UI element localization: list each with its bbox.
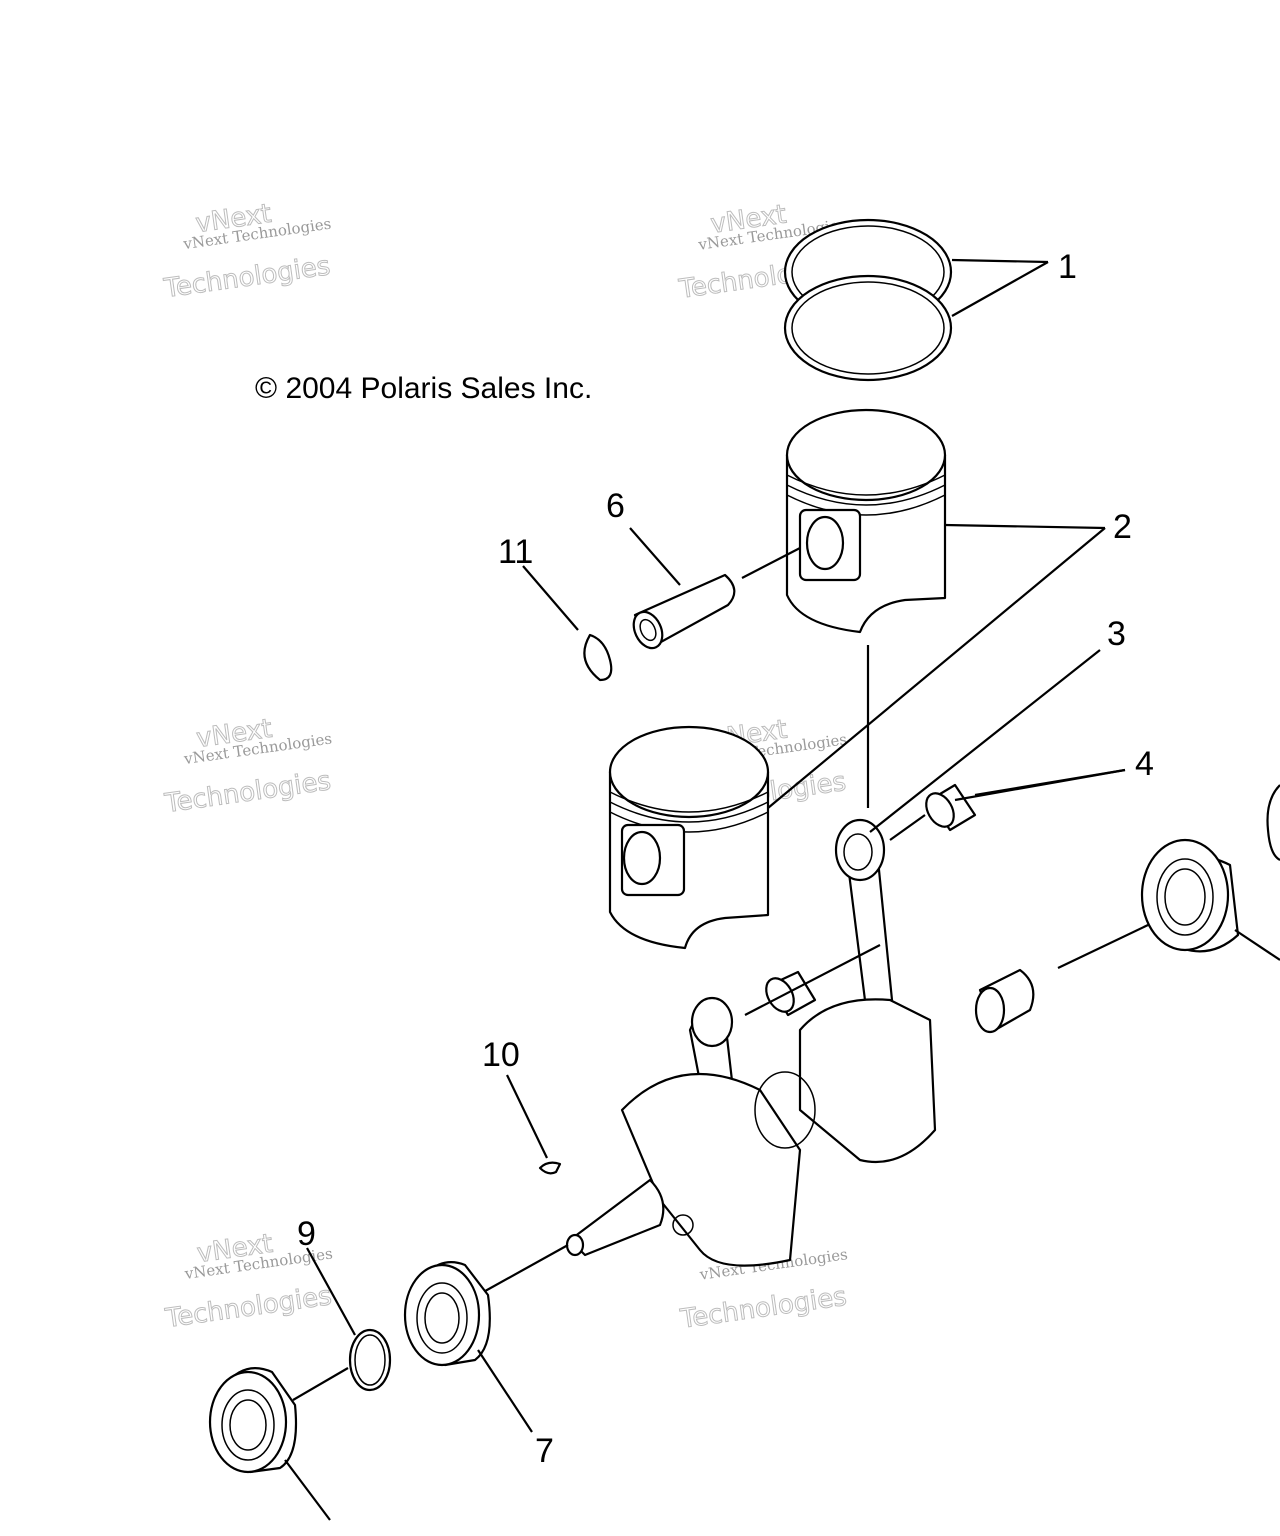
callout-6: 6	[606, 487, 625, 525]
oil-seal	[403, 1261, 491, 1367]
leader-1	[951, 258, 1049, 264]
main-bearing-right	[1140, 838, 1240, 953]
callout-11: 11	[498, 533, 533, 571]
svg-text:Technologies: Technologies	[162, 251, 333, 304]
piston-rings	[783, 218, 953, 382]
leader-10	[506, 1074, 548, 1159]
svg-text:Technologies: Technologies	[678, 1282, 849, 1335]
leader-11	[522, 565, 579, 631]
woodruff-key	[538, 1161, 562, 1175]
wrist-pin-axis	[741, 547, 801, 579]
callout-2: 2	[1113, 508, 1132, 546]
leader-4d	[889, 814, 926, 841]
leader-2a	[944, 523, 1106, 530]
callout-9: 9	[297, 1215, 316, 1253]
leader-9	[306, 1247, 356, 1336]
leader-6	[629, 527, 681, 586]
crank-axis-right	[1057, 924, 1149, 969]
wrist-pin	[632, 573, 736, 650]
callout-4: 4	[1135, 745, 1154, 783]
needle-bearing-upper	[925, 783, 977, 832]
copyright-text: © 2004 Polaris Sales Inc.	[255, 372, 592, 405]
piston-lower	[608, 725, 770, 950]
watermark-top-left: vNext Technologies vNext Technologies	[161, 198, 333, 304]
piston-upper	[785, 408, 947, 634]
callout-3: 3	[1107, 615, 1126, 653]
svg-text:Technologies: Technologies	[162, 766, 333, 819]
main-bearing-left	[208, 1367, 298, 1474]
callout-8: 8	[333, 1530, 352, 1536]
leader-3	[869, 649, 1101, 833]
bearing-axis-left	[292, 1367, 349, 1401]
svg-text:Technologies: Technologies	[163, 1281, 334, 1334]
leader-4c	[744, 944, 881, 1016]
circlip	[583, 633, 613, 682]
leader-2b	[767, 527, 1106, 809]
leader-4b	[954, 768, 1126, 802]
needle-bearing-lower	[765, 970, 817, 1017]
leader-right-bearing	[1234, 929, 1280, 961]
crank-axis-left	[477, 1244, 569, 1296]
leader-8	[284, 1459, 331, 1521]
watermark-mid-left: vNext Technologies vNext Technologies	[162, 713, 334, 819]
callout-1: 1	[1058, 248, 1077, 286]
callout-10: 10	[482, 1036, 520, 1074]
crankshaft	[565, 968, 1035, 1267]
leader-1b	[951, 261, 1049, 317]
leader-7	[477, 1349, 533, 1433]
snap-ring	[348, 1328, 392, 1392]
callout-7: 7	[535, 1432, 554, 1470]
partial-part-edge	[1266, 784, 1280, 861]
